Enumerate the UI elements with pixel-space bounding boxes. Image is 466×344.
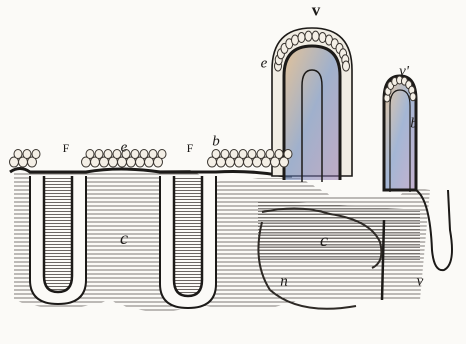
epithelial-cell: [312, 31, 319, 41]
epithelial-cell: [305, 31, 312, 41]
label-follicle-left: F: [63, 142, 70, 154]
label-basement-right: b: [410, 117, 418, 132]
label-connective-right: c: [320, 231, 328, 249]
epithelial-cell: [292, 35, 299, 45]
label-epithelium-crypt: e: [121, 141, 128, 156]
epithelial-cell: [410, 93, 416, 101]
label-vessel-bottom: v: [417, 275, 424, 290]
label-epithelium-upper: e: [261, 57, 268, 72]
crypt-right: [160, 176, 216, 308]
crypt-left: [30, 176, 86, 304]
label-villus-right: v': [399, 65, 409, 80]
label-villus-top: v: [312, 2, 321, 19]
epithelial-cell: [343, 61, 350, 71]
epithelial-cell: [298, 32, 305, 42]
epithelial-cell: [158, 150, 166, 159]
epithelial-cell: [32, 150, 40, 159]
label-connective-left: c: [120, 229, 128, 247]
epithelial-cell: [319, 32, 326, 42]
label-follicle-right: F: [187, 142, 194, 154]
label-basement-left: b: [212, 135, 220, 150]
epithelial-cell: [284, 150, 292, 159]
label-nerve: n: [280, 275, 288, 290]
